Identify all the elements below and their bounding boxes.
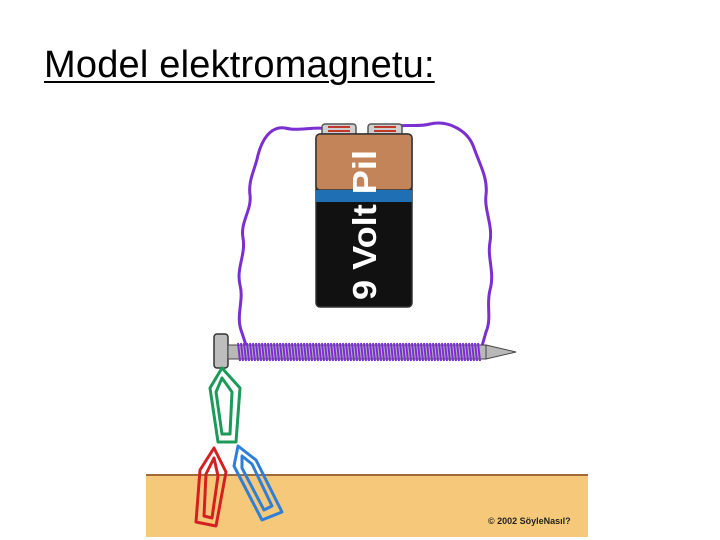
- coil-turn: [450, 342, 454, 362]
- coil-turn: [324, 342, 328, 362]
- slide-title: Model elektromagnetu:: [44, 44, 435, 86]
- coil-turn: [429, 342, 433, 362]
- coil-turn: [456, 342, 460, 362]
- coil-turn: [417, 342, 421, 362]
- coil-turn: [252, 342, 256, 362]
- coil-turn: [348, 342, 352, 362]
- coil-turn: [396, 342, 400, 362]
- coil-turn: [408, 342, 412, 362]
- coil-turn: [300, 342, 304, 362]
- coil-turn: [459, 342, 463, 362]
- wire-right: [382, 121, 494, 348]
- coil-turn: [423, 342, 427, 362]
- coil-turn: [363, 342, 367, 362]
- coil-turn: [258, 342, 262, 362]
- coil-turn: [327, 342, 331, 362]
- coil-turn: [267, 342, 271, 362]
- coil-turn: [345, 342, 349, 362]
- coil-turn: [468, 342, 472, 362]
- coil-turn: [309, 342, 313, 362]
- coil-turn: [354, 342, 358, 362]
- coil-turn: [306, 342, 310, 362]
- nail-tip: [485, 344, 517, 360]
- coil-turn: [303, 342, 307, 362]
- coil-turn: [276, 342, 280, 362]
- nail-head: [213, 333, 229, 369]
- coil-turn: [339, 342, 343, 362]
- coil-turn: [384, 342, 388, 362]
- coil-turn: [342, 342, 346, 362]
- coil-turn: [444, 342, 448, 362]
- coil-turn: [372, 342, 376, 362]
- coil-turn: [474, 342, 478, 362]
- coil-turn: [462, 342, 466, 362]
- coil-turn: [432, 342, 436, 362]
- copyright-text: © 2002 SöyleNasıl?: [488, 516, 571, 526]
- coil-turn: [477, 342, 481, 362]
- coil-turn: [390, 342, 394, 362]
- coil-turn: [393, 342, 397, 362]
- coil-turn: [405, 342, 409, 362]
- coil-turn: [246, 342, 250, 362]
- coil-turn: [249, 342, 253, 362]
- coil-turn: [435, 342, 439, 362]
- coil-turn: [336, 342, 340, 362]
- coil-turn: [273, 342, 277, 362]
- coil-turn: [366, 342, 370, 362]
- coil-turn: [447, 342, 451, 362]
- coil-turn: [318, 342, 322, 362]
- paperclip-red: [194, 446, 228, 528]
- coil-turn: [270, 342, 274, 362]
- wire: [237, 121, 494, 348]
- battery-label: 9 Volt Pil: [346, 150, 383, 300]
- coil-turn: [414, 342, 418, 362]
- coil-turn: [330, 342, 334, 362]
- coil-turn: [294, 342, 298, 362]
- battery-blue-stripe: [316, 190, 412, 202]
- coil-turn: [378, 342, 382, 362]
- coil-turn: [426, 342, 430, 362]
- coil-turn: [360, 342, 364, 362]
- coil-turn: [261, 342, 265, 362]
- coil-turn: [465, 342, 469, 362]
- battery-9v: 9 Volt Pil: [315, 123, 413, 308]
- coil-turn: [291, 342, 295, 362]
- coil-turn: [411, 342, 415, 362]
- coil-turn: [288, 342, 292, 362]
- coil-turn: [402, 342, 406, 362]
- coil-turn: [441, 342, 445, 362]
- coil-turn: [321, 342, 325, 362]
- coil-turn: [438, 342, 442, 362]
- wire-left: [237, 126, 335, 347]
- coil-turn: [312, 342, 316, 362]
- coil-turn: [387, 342, 391, 362]
- coil-turn: [420, 342, 424, 362]
- coil-turn: [351, 342, 355, 362]
- coil-turn: [255, 342, 259, 362]
- coil: [237, 342, 481, 362]
- paperclip-green: [208, 366, 242, 444]
- coil-turn: [357, 342, 361, 362]
- coil-turn: [315, 342, 319, 362]
- coil-turn: [282, 342, 286, 362]
- coil-turn: [471, 342, 475, 362]
- coil-turn: [285, 342, 289, 362]
- paperclip-blue: [232, 444, 284, 522]
- coil-turn: [453, 342, 457, 362]
- coil-turn: [279, 342, 283, 362]
- coil-turn: [297, 342, 301, 362]
- coil-turn: [333, 342, 337, 362]
- coil-turn: [369, 342, 373, 362]
- coil-turn: [264, 342, 268, 362]
- coil-turn: [375, 342, 379, 362]
- coil-turn: [399, 342, 403, 362]
- coil-turn: [237, 342, 241, 362]
- coil-turn: [240, 342, 244, 362]
- coil-turn: [381, 342, 385, 362]
- coil-turn: [243, 342, 247, 362]
